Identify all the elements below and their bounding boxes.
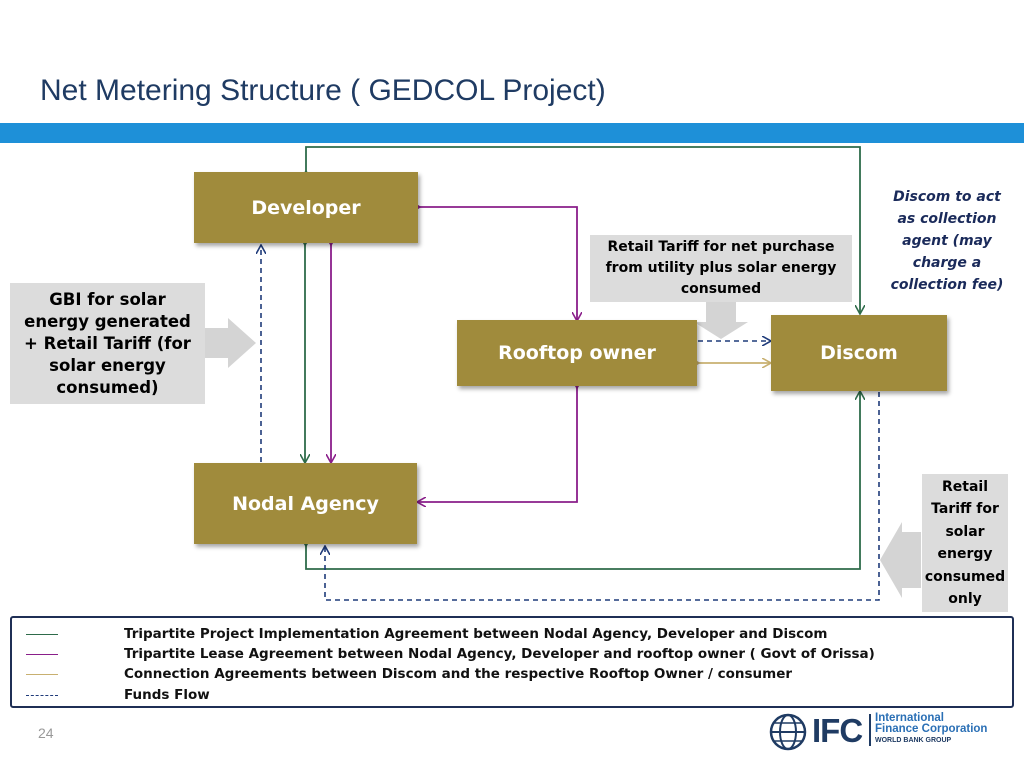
logo-wordmark: International Finance Corporation WORLD … — [875, 712, 988, 746]
logo-line3: WORLD BANK GROUP — [875, 737, 952, 744]
legend-label: Tripartite Lease Agreement between Nodal… — [124, 646, 875, 662]
purple-line-developer-rooftop — [419, 207, 577, 320]
green-line-developer-discom — [306, 146, 860, 313]
legend-purple-swatch — [26, 654, 58, 655]
developer-node: Developer — [194, 172, 418, 243]
discom-node: Discom — [771, 315, 947, 391]
retail-only-callout: Retail Tariff for solar energy consumed … — [922, 474, 1008, 612]
purple-line-rooftop-nodal — [418, 387, 577, 502]
green-line-nodal-discom — [306, 392, 860, 570]
gbi-block-arrow — [205, 318, 256, 368]
page-title: Net Metering Structure ( GEDCOL Project) — [40, 74, 606, 107]
globe-icon — [769, 713, 807, 751]
page-number: 24 — [38, 725, 54, 741]
title-banner — [0, 123, 1024, 143]
legend-gold-swatch — [26, 674, 58, 675]
discom-note: Discom to act as collection agent (may c… — [890, 189, 1004, 293]
logo-brand: IFC — [812, 712, 863, 749]
retail-net-callout: Retail Tariff for net purchase from util… — [590, 235, 852, 302]
logo-divider — [869, 714, 871, 746]
legend-green-swatch — [26, 634, 58, 635]
legend-item: Tripartite Lease Agreement between Nodal… — [12, 645, 1012, 665]
nodal-agency-node: Nodal Agency — [194, 463, 417, 544]
funds-line-discom-nodal — [325, 392, 880, 601]
ifc-logo: IFC International Finance Corporation WO… — [766, 710, 1006, 752]
legend-label: Funds Flow — [124, 687, 210, 703]
gbi-callout: GBI for solar energy generated + Retail … — [10, 283, 205, 404]
logo-line1: International — [875, 712, 945, 724]
legend-label: Tripartite Project Implementation Agreem… — [124, 626, 828, 642]
legend-item: Tripartite Project Implementation Agreem… — [12, 625, 1012, 645]
legend-dashed-swatch — [26, 695, 58, 696]
legend-label: Connection Agreements between Discom and… — [124, 666, 793, 682]
retail-net-block-arrow — [694, 302, 748, 339]
legend-item: Funds Flow — [12, 686, 1012, 706]
logo-line2: Finance Corporation — [875, 723, 988, 735]
legend-box: Tripartite Project Implementation Agreem… — [10, 616, 1014, 708]
retail-only-block-arrow — [880, 522, 921, 598]
legend-item: Connection Agreements between Discom and… — [12, 665, 1012, 685]
rooftop-owner-node: Rooftop owner — [457, 320, 697, 386]
